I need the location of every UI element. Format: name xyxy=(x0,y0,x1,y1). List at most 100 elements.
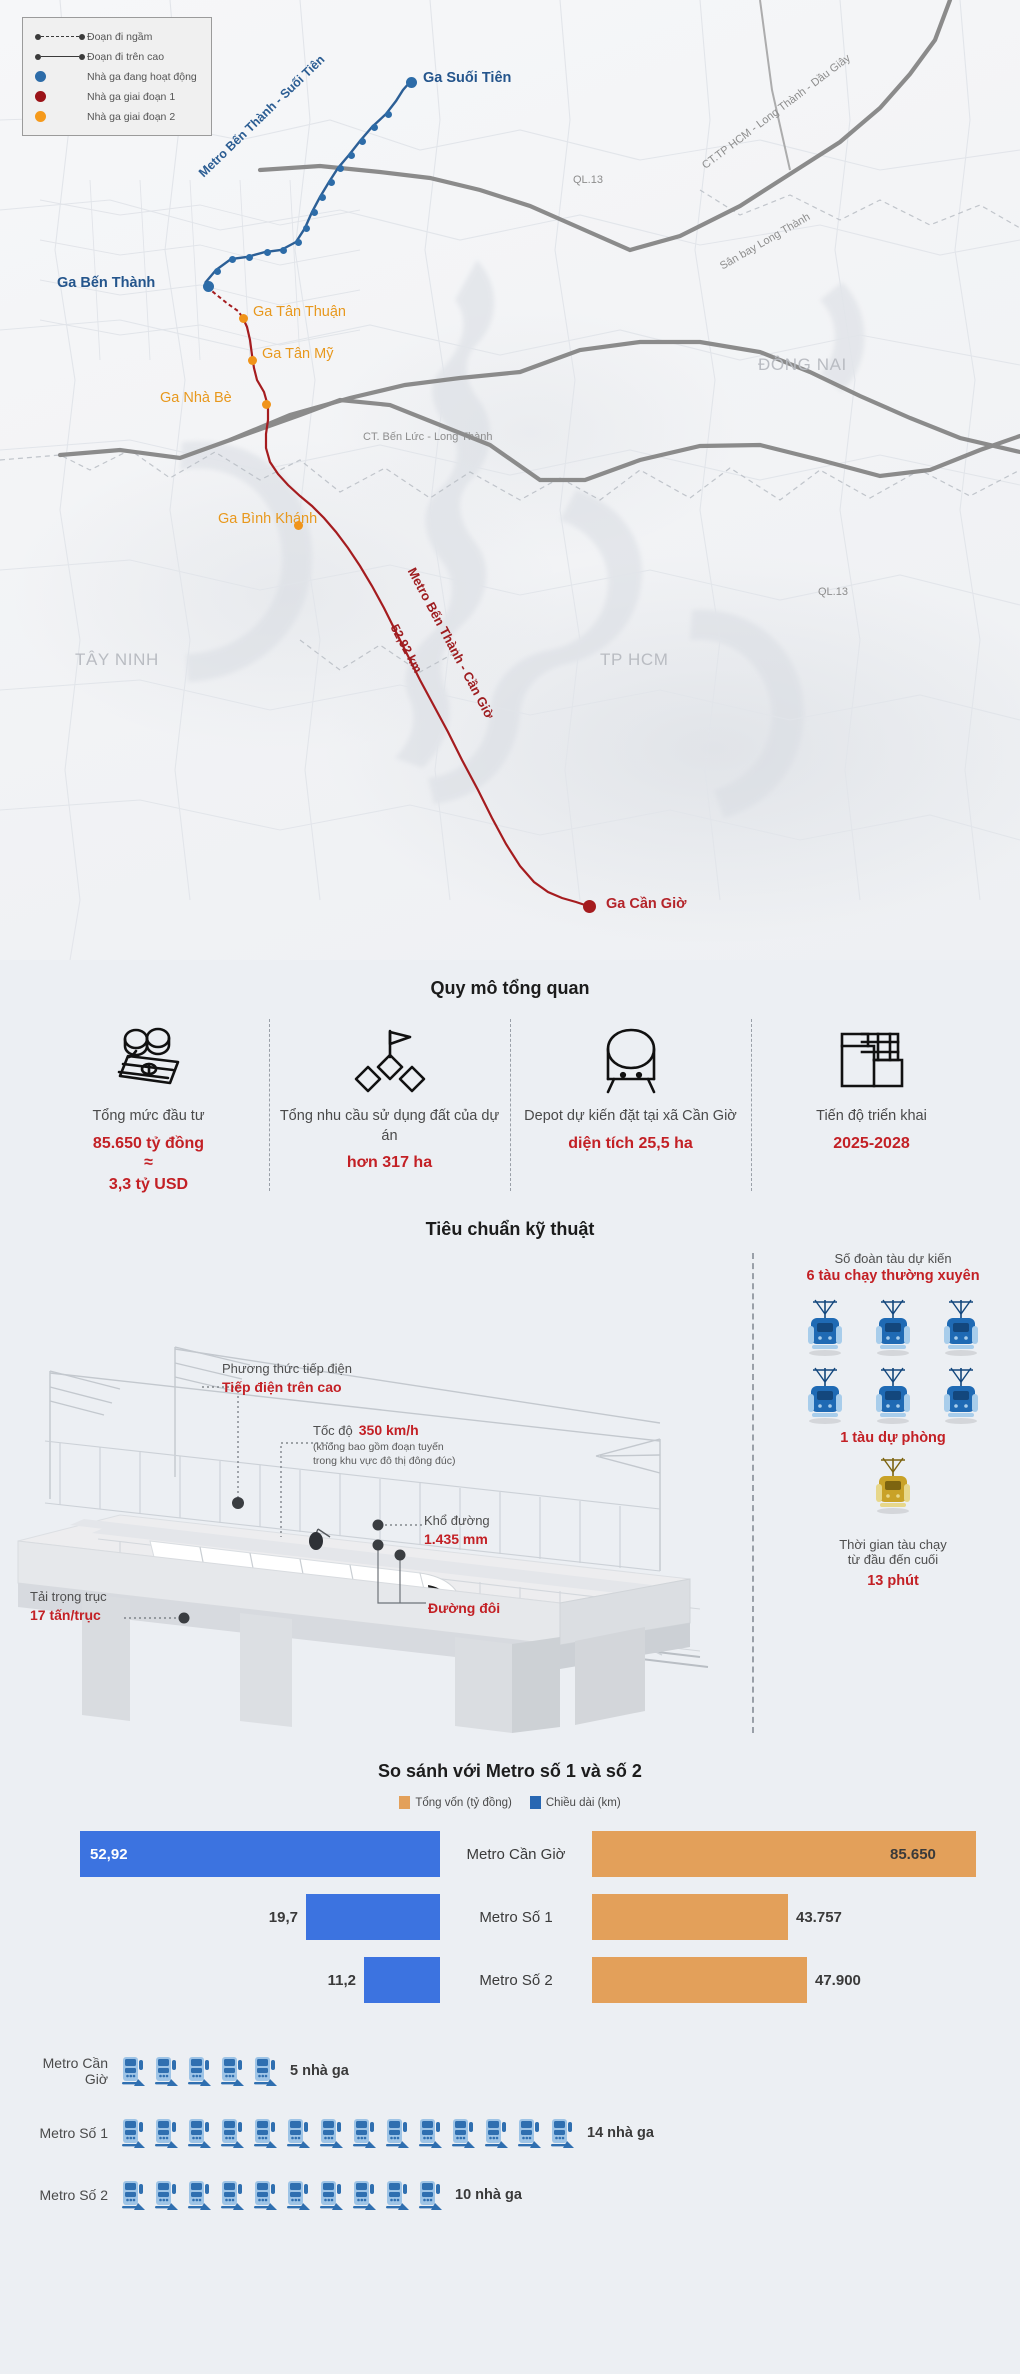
length-bar-group: 19,7 xyxy=(20,1894,440,1941)
legend-swatch-length xyxy=(529,1796,541,1810)
overview-cell-investment: Tổng mức đầu tư 85.650 tỷ đồng ≈ 3,3 tỷ … xyxy=(28,1025,269,1195)
overview-value: hơn 317 ha xyxy=(346,1154,433,1172)
overview-cell-depot: Depot dự kiến đặt tại xã Cần Giờ diện tí… xyxy=(510,1018,751,1195)
train-icon xyxy=(944,1299,978,1357)
legend-item-underground: Đoạn đi ngầm xyxy=(35,27,197,46)
station-icon xyxy=(155,2119,178,2149)
station-dot xyxy=(311,209,318,216)
chart-row: 11,2 Metro Số 2 47.900 xyxy=(0,1957,1020,2004)
station-icon xyxy=(254,2181,277,2211)
station-dot xyxy=(246,254,253,261)
callout-value: 17 tấn/trục xyxy=(30,1607,101,1624)
station-dot xyxy=(303,225,310,232)
train-icon xyxy=(876,1367,910,1425)
chart-category-label: Metro Số 2 xyxy=(479,1971,553,1989)
legend-capital: Tổng vốn (tỷ đồng) xyxy=(399,1796,512,1810)
station-dot-ben-thanh xyxy=(203,281,214,292)
blue-dot-icon xyxy=(35,71,87,82)
callout-label: Phương thức tiếp điện xyxy=(222,1361,353,1377)
legend-item-phase2: Nhà ga giai đoạn 2 xyxy=(35,107,197,126)
station-icon xyxy=(353,2181,376,2211)
map-legend: Đoạn đi ngầm Đoạn đi trên cao Nhà ga đan… xyxy=(22,17,212,136)
station-count-label: 14 nhà ga xyxy=(587,2125,654,2142)
station-icon-group xyxy=(120,2055,280,2087)
station-icon xyxy=(353,2119,376,2149)
callout-leader-speed xyxy=(280,1442,333,1538)
callout-value: 1.435 mm xyxy=(424,1531,488,1548)
legend-label: Đoạn đi trên cao xyxy=(87,50,165,63)
length-bar: 52,92 xyxy=(80,1831,440,1878)
overview-title: Quy mô tổng quan xyxy=(430,978,590,998)
callout-leader-double xyxy=(372,1539,426,1604)
station-icon xyxy=(485,2119,508,2149)
legend-label: Nhà ga đang hoạt động xyxy=(87,70,197,83)
solid-line-icon xyxy=(35,53,87,60)
overview-label: Tổng mức đầu tư xyxy=(92,1108,205,1124)
capital-bar-group: 85.650 xyxy=(592,1831,1000,1878)
station-icon xyxy=(122,2057,145,2087)
fleet-value: 6 tàu chạy thường xuyên xyxy=(806,1268,980,1285)
map-label-road-ct-ben-luc: CT. Bến Lức - Long Thành xyxy=(363,431,493,443)
compare-title: So sánh với Metro số 1 và số 2 xyxy=(378,1761,642,1782)
map-label-can-gio: Ga Cần Giờ xyxy=(606,896,687,912)
train-icon xyxy=(808,1299,842,1357)
capital-value: 85.650 xyxy=(890,1845,936,1863)
length-bar xyxy=(306,1894,440,1941)
station-icon xyxy=(320,2181,343,2211)
capital-value: 43.757 xyxy=(796,1908,842,1926)
tech-section: Tiêu chuẩn kỹ thuật xyxy=(0,1205,1020,1746)
chart-legend: Tổng vốn (tỷ đồng) Chiều dài (km) xyxy=(0,1796,1020,1810)
length-value: 19,7 xyxy=(268,1908,298,1926)
calendar-schedule-icon xyxy=(761,1025,982,1097)
station-dot xyxy=(280,247,287,254)
overview-grid: Tổng mức đầu tư 85.650 tỷ đồng ≈ 3,3 tỷ … xyxy=(0,1018,1020,1195)
station-row-label: Metro Số 1 xyxy=(39,2125,108,2142)
station-icon xyxy=(254,2119,277,2149)
train-icon xyxy=(876,1299,910,1357)
map-label-suoi-tien: Ga Suối Tiên xyxy=(423,70,512,86)
train-icon xyxy=(944,1367,978,1425)
train-fleet-panel: Số đoàn tàu dự kiến 6 tàu chạy thường xu… xyxy=(774,1251,1012,1589)
viaduct-train-illustration xyxy=(0,1241,770,1741)
station-dot xyxy=(348,152,355,159)
tech-title: Tiêu chuẩn kỹ thuật xyxy=(425,1219,595,1240)
spare-train-grid xyxy=(774,1446,1012,1527)
station-dot xyxy=(328,179,335,186)
map-label-road-ql13-south: QL.13 xyxy=(818,586,848,598)
length-bar-group: 52,92 xyxy=(20,1831,440,1878)
legend-label: Nhà ga giai đoạn 1 xyxy=(87,90,176,103)
station-icon xyxy=(518,2119,541,2149)
orange-dot-icon xyxy=(35,111,87,122)
legend-swatch-capital xyxy=(399,1796,411,1810)
overview-value: diện tích 25,5 ha xyxy=(568,1134,693,1152)
capital-bar-group: 47.900 xyxy=(592,1957,1000,2004)
station-count-label: 5 nhà ga xyxy=(290,2063,349,2080)
station-icon xyxy=(551,2119,574,2149)
map-label-nha-be: Ga Nhà Bè xyxy=(160,390,232,406)
callout-label: Khổ đường xyxy=(424,1513,490,1529)
overview-cell-schedule: Tiến độ triển khai 2025-2028 xyxy=(751,1018,992,1195)
length-bar-group: 11,2 xyxy=(20,1957,440,2004)
station-dot-tan-thuan xyxy=(239,314,248,323)
station-dot-can-gio xyxy=(583,900,596,913)
legend-item-phase1: Nhà ga giai đoạn 1 xyxy=(35,87,197,106)
station-dot-nha-be xyxy=(262,400,271,409)
metro-line-1-path xyxy=(204,81,411,284)
chart-category-label: Metro Số 1 xyxy=(479,1908,553,1926)
money-icon xyxy=(38,1025,259,1097)
station-icon xyxy=(221,2057,244,2087)
map-label-tan-thuan: Ga Tân Thuận xyxy=(253,304,346,320)
travel-time-label-2: từ đầu đến cuối xyxy=(847,1552,939,1568)
overview-approx: ≈ xyxy=(144,1154,153,1172)
legend-label: Nhà ga giai đoạn 2 xyxy=(87,110,176,123)
capital-bar xyxy=(592,1894,788,1941)
length-value: 52,92 xyxy=(90,1845,128,1863)
station-icon-group xyxy=(120,2117,577,2149)
overview-value-usd: 3,3 tỷ USD xyxy=(108,1175,189,1193)
station-icon xyxy=(188,2119,211,2149)
